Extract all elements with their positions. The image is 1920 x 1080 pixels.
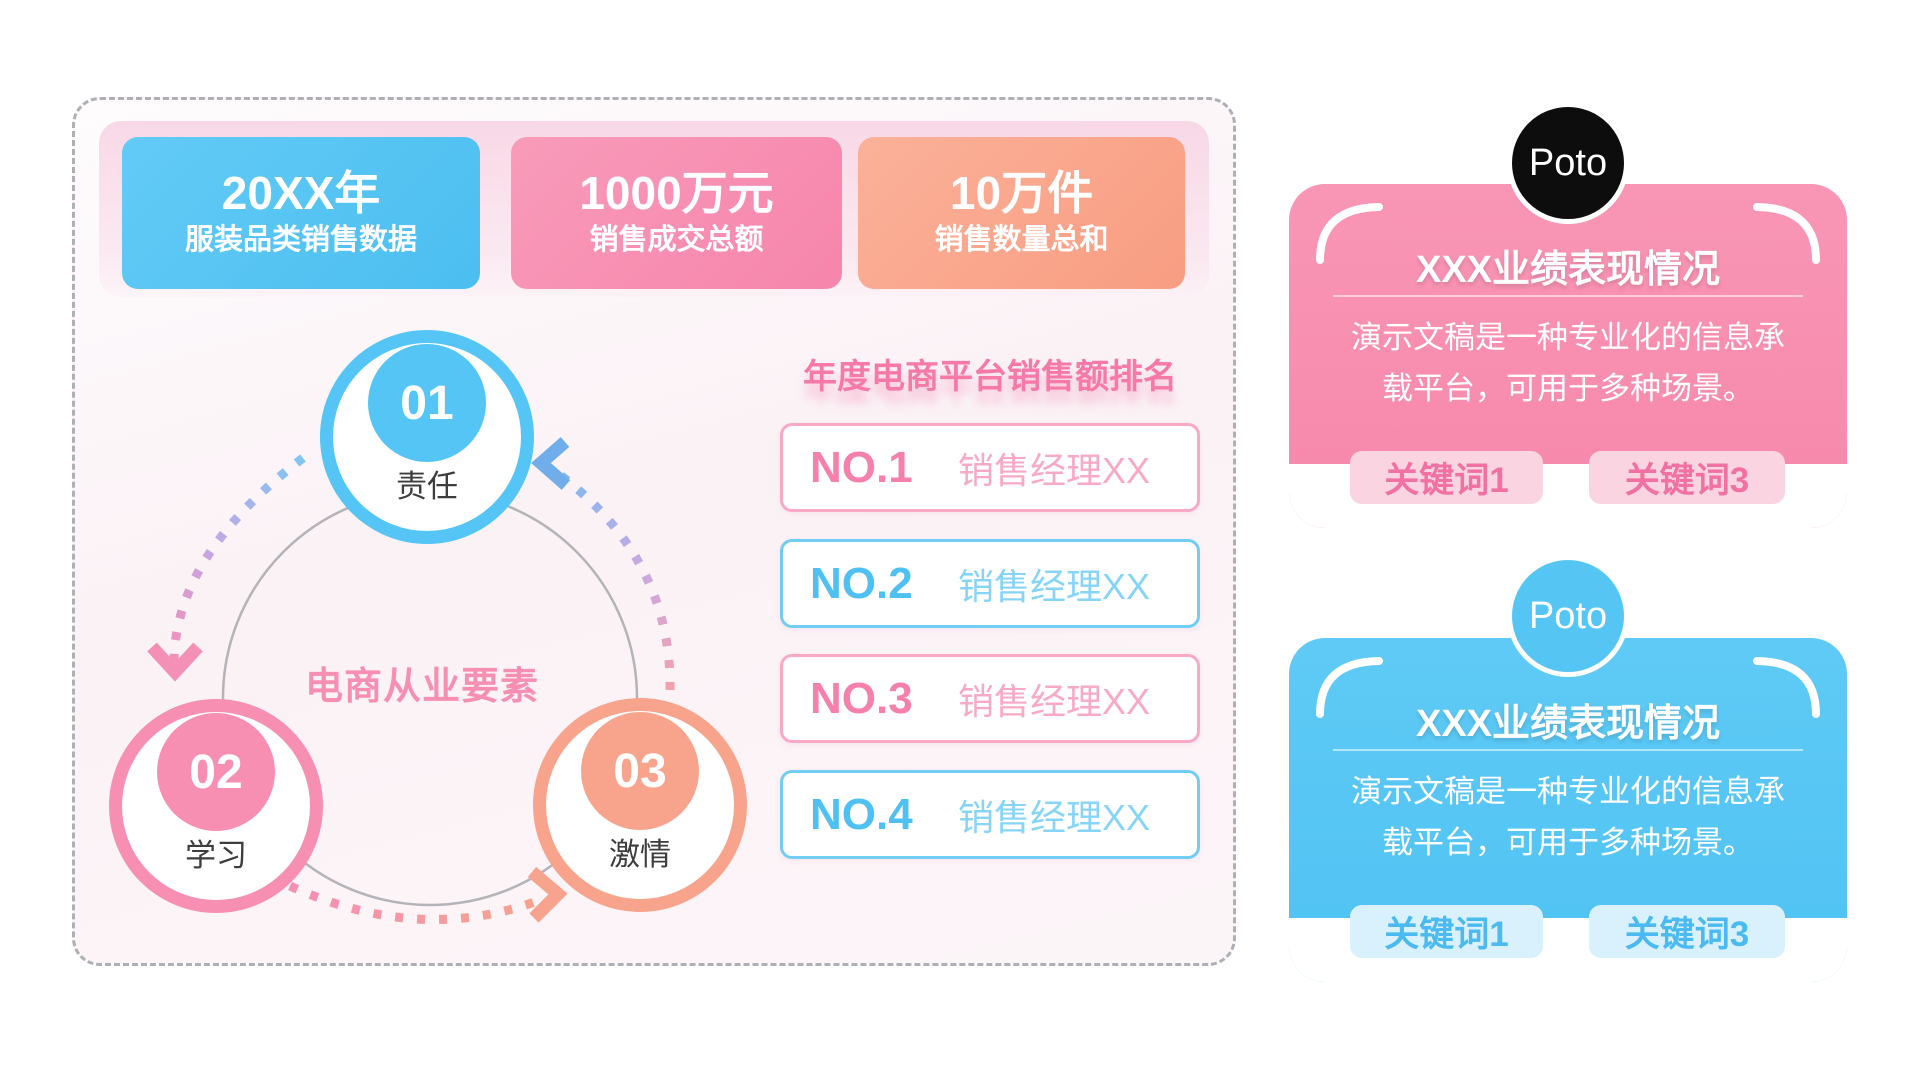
ranking-row-1: NO.1 销售经理XX: [780, 423, 1200, 512]
cycle-node-01: 01 责任: [320, 330, 534, 544]
rank-number: NO.2: [810, 558, 913, 608]
card-title: XXX业绩表现情况: [1415, 249, 1721, 291]
corner-bracket-icon: [1753, 203, 1820, 264]
card-body: 演示文稿是一种专业化的信息承 载平台，可用于多种场景。: [1289, 766, 1847, 868]
cycle-node-label: 激情: [609, 837, 671, 872]
stat-value: 10万件: [949, 167, 1094, 219]
corner-bracket-icon: [1753, 657, 1820, 718]
cycle-arrow-icon: [557, 471, 675, 691]
divider: [1333, 295, 1803, 297]
rank-number: NO.3: [810, 673, 913, 723]
stat-value: 20XX年: [221, 167, 381, 219]
poto-badge: Poto: [1507, 555, 1629, 677]
corner-bracket-icon: [1316, 657, 1383, 718]
stat-banner-total-amount: 1000万元 销售成交总额: [511, 137, 842, 289]
cycle-arrow-icon: [169, 454, 306, 663]
rank-number: NO.1: [810, 442, 913, 492]
cycle-node-03: 03 激情: [533, 698, 747, 912]
keyword-tag: 关键词1: [1350, 451, 1543, 504]
cycle-diagram: [147, 437, 675, 924]
poto-badge: Poto: [1507, 102, 1629, 224]
arrowhead-down-icon: [147, 642, 203, 682]
card-body: 演示文稿是一种专业化的信息承 载平台，可用于多种场景。: [1289, 312, 1847, 414]
cycle-center-title: 电商从业要素: [304, 666, 539, 708]
ranking-title: 年度电商平台销售额排名: [803, 358, 1177, 396]
cycle-arrow-icon: [288, 881, 542, 924]
rank-name: 销售经理XX: [958, 680, 1151, 722]
divider: [1333, 749, 1803, 751]
stat-banner-year: 20XX年 服装品类销售数据: [122, 137, 480, 289]
cycle-node-label: 责任: [396, 469, 458, 504]
cycle-node-number: 01: [368, 344, 486, 462]
rank-name: 销售经理XX: [958, 449, 1151, 491]
cycle-node-label: 学习: [185, 838, 247, 873]
corner-bracket-icon: [1316, 203, 1383, 264]
card-title: XXX业绩表现情况: [1415, 703, 1721, 745]
rank-name: 销售经理XX: [958, 796, 1151, 838]
stat-label: 服装品类销售数据: [184, 224, 417, 256]
keyword-tag: 关键词3: [1589, 451, 1785, 504]
keyword-tag: 关键词1: [1350, 905, 1543, 958]
stat-label: 销售成交总额: [589, 224, 764, 256]
cycle-node-02: 02 学习: [109, 699, 323, 913]
ranking-row-3: NO.3 销售经理XX: [780, 654, 1200, 743]
rank-number: NO.4: [810, 789, 913, 839]
stat-label: 销售数量总和: [934, 224, 1109, 256]
card-body-line: 演示文稿是一种专业化的信息承: [1351, 774, 1785, 809]
card-body-line: 载平台，可用于多种场景。: [1382, 825, 1754, 860]
cycle-node-number: 02: [157, 713, 275, 831]
card-body-line: 演示文稿是一种专业化的信息承: [1351, 320, 1785, 355]
rank-name: 销售经理XX: [958, 565, 1151, 607]
performance-card-blue: XXX业绩表现情况 演示文稿是一种专业化的信息承 载平台，可用于多种场景。 关键…: [1289, 638, 1847, 982]
arrowhead-right-icon: [527, 867, 568, 923]
ranking-row-2: NO.2 销售经理XX: [780, 539, 1200, 628]
performance-card-pink: XXX业绩表现情况 演示文稿是一种专业化的信息承 载平台，可用于多种场景。 关键…: [1289, 184, 1847, 528]
arrowhead-up-icon: [531, 437, 571, 490]
stat-banner-total-quantity: 10万件 销售数量总和: [858, 137, 1185, 289]
keyword-tag: 关键词3: [1589, 905, 1785, 958]
card-body-line: 载平台，可用于多种场景。: [1382, 371, 1754, 406]
cycle-node-number: 03: [581, 712, 699, 830]
stat-value: 1000万元: [579, 167, 774, 219]
ranking-row-4: NO.4 销售经理XX: [780, 770, 1200, 859]
